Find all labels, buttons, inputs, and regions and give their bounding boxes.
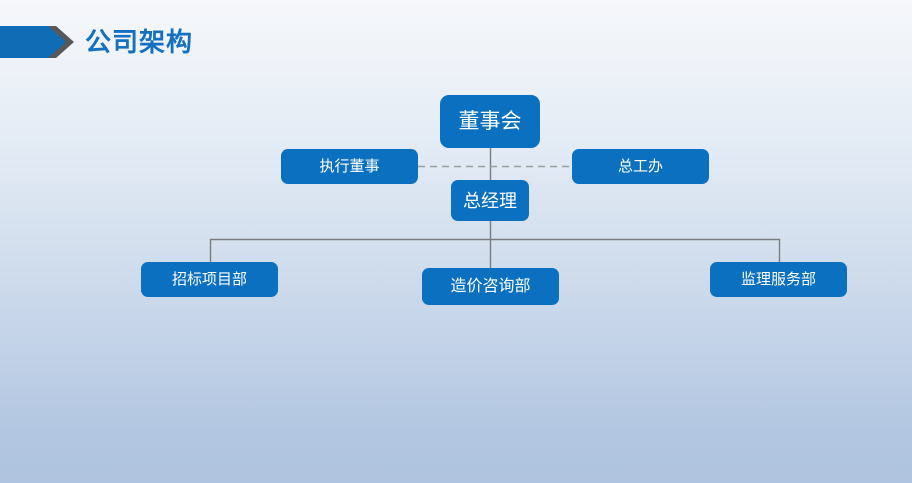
title-banner-arrow [0,26,74,58]
org-node-board-label: 董事会 [458,110,522,133]
org-node-bidding-dept[interactable]: 招标项目部 [141,262,278,297]
org-node-cost-dept-label: 造价咨询部 [450,277,531,295]
org-node-board[interactable]: 董事会 [440,95,540,148]
org-node-cost-dept[interactable]: 造价咨询部 [422,268,559,305]
org-node-exec-director-label: 执行董事 [319,158,380,175]
org-node-general-manager-label: 总经理 [463,190,517,211]
org-node-general-manager[interactable]: 总经理 [451,180,529,221]
org-node-bidding-dept-label: 招标项目部 [171,271,247,288]
org-node-chief-engineer[interactable]: 总工办 [572,149,709,184]
org-node-exec-director[interactable]: 执行董事 [281,149,418,184]
org-node-supervision-dept[interactable]: 监理服务部 [710,262,847,297]
org-node-supervision-dept-label: 监理服务部 [740,271,816,288]
org-node-chief-engineer-label: 总工办 [617,158,663,175]
page-title: 公司架构 [85,27,194,57]
